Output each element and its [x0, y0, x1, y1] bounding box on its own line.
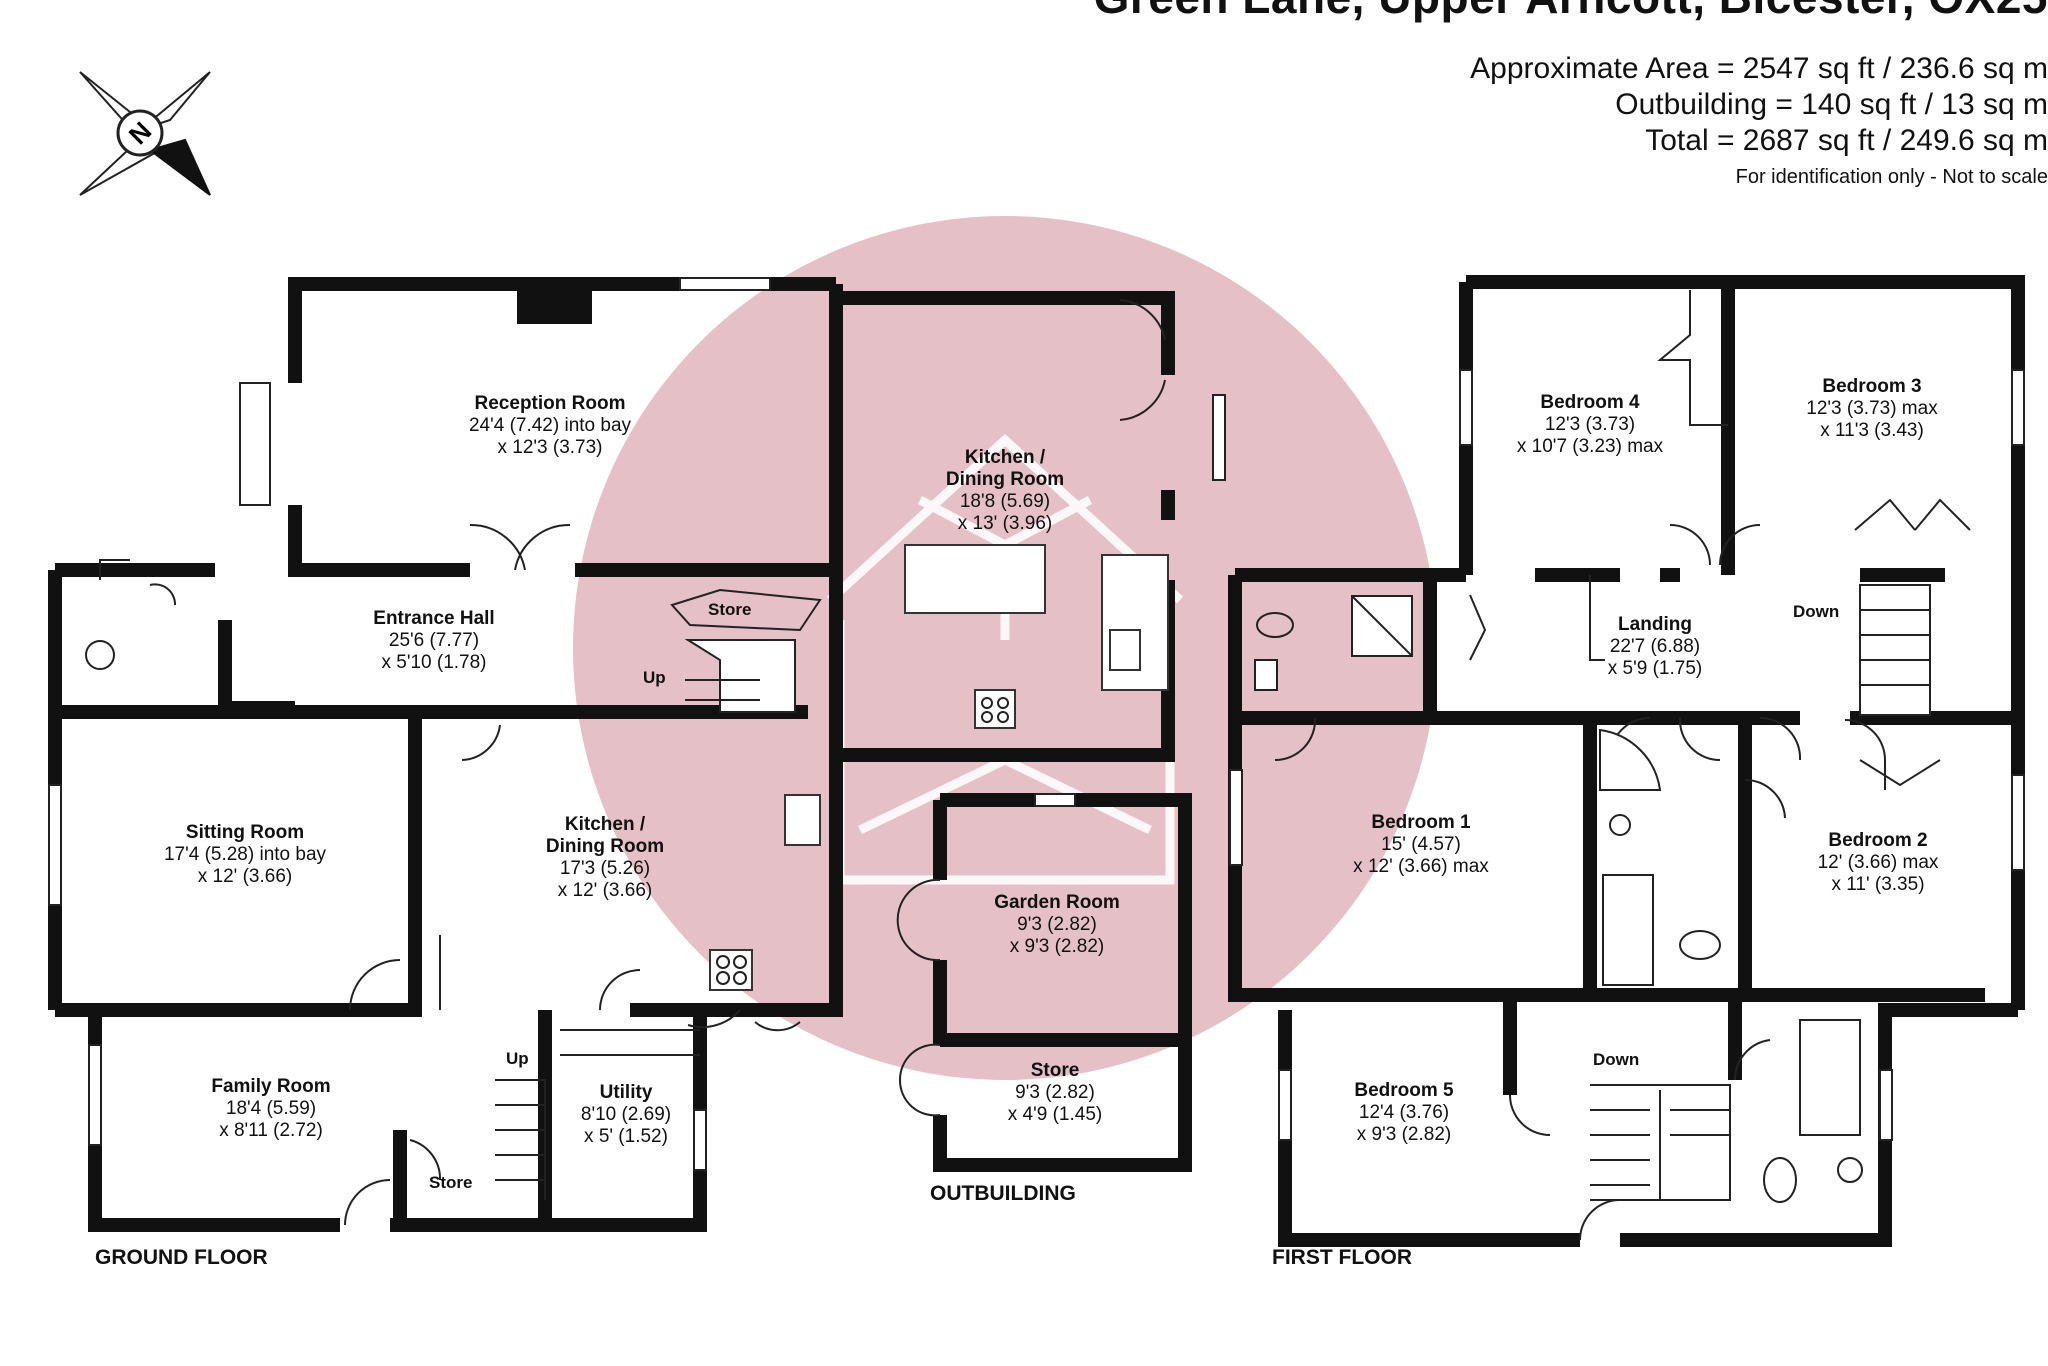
- store-label-under-stairs: Store: [429, 1173, 473, 1192]
- room-dimension: x 8'11 (2.72): [219, 1120, 323, 1141]
- room-dimension: x 4'9 (1.45): [1007, 1104, 1103, 1125]
- room-bedroom-3: Bedroom 3 12'3 (3.73) max x 11'3 (3.43): [1806, 376, 1937, 442]
- outbuilding-walls: [933, 793, 1192, 1172]
- room-dimension: 12'3 (3.73) max: [1806, 398, 1938, 419]
- room-garden: Garden Room 9'3 (2.82) x 9'3 (2.82): [994, 892, 1120, 958]
- room-outbuilding-store: Store 9'3 (2.82) x 4'9 (1.45): [1008, 1060, 1102, 1126]
- room-bedroom-5: Bedroom 5 12'4 (3.76) x 9'3 (2.82): [1354, 1080, 1453, 1146]
- first-floor-caption: FIRST FLOOR: [1272, 1246, 1412, 1269]
- stairs-up-label-family: Up: [506, 1049, 529, 1068]
- room-name: Kitchen /: [564, 814, 646, 835]
- room-dimension: 9'3 (2.82): [1017, 914, 1097, 935]
- stairs-up-label: Up: [643, 668, 666, 687]
- room-dimension: 12'3 (3.73): [1544, 414, 1636, 435]
- room-name: Bedroom 4: [1540, 392, 1640, 413]
- room-dimension: x 12' (3.66): [557, 880, 653, 901]
- room-dimension: 12'4 (3.76): [1358, 1102, 1450, 1123]
- room-dimension: 15' (4.57): [1381, 834, 1461, 855]
- room-family: Family Room 18'4 (5.59) x 8'11 (2.72): [211, 1076, 330, 1142]
- room-name: Bedroom 3: [1822, 376, 1922, 397]
- room-dimension: x 12' (3.66): [197, 866, 293, 887]
- store-label-ground: Store: [708, 600, 752, 619]
- outbuilding-area: Outbuilding = 140 sq ft / 13 sq m: [1615, 88, 2048, 121]
- room-dimension: 18'8 (5.69): [959, 491, 1051, 512]
- room-name: Sitting Room: [185, 822, 305, 843]
- room-name: Landing: [1618, 614, 1692, 635]
- room-dimension: 22'7 (6.88): [1609, 636, 1701, 657]
- room-name: Utility: [599, 1082, 653, 1103]
- room-dimension: x 13' (3.96): [957, 513, 1053, 534]
- room-dimension: x 5'10 (1.78): [381, 652, 487, 673]
- room-dimension: 17'4 (5.28) into bay: [163, 844, 327, 865]
- room-dimension: x 12' (3.66) max: [1353, 856, 1489, 877]
- ground-floor-fixtures: [85, 277, 1169, 1226]
- disclaimer: For identification only - Not to scale: [1735, 166, 2048, 188]
- room-name: Bedroom 2: [1828, 830, 1928, 851]
- room-dimension: x 5' (1.52): [584, 1126, 668, 1147]
- room-bedroom-2: Bedroom 2 12' (3.66) max x 11' (3.35): [1818, 830, 1939, 896]
- room-name: Bedroom 1: [1371, 812, 1471, 833]
- room-name: Kitchen /: [964, 447, 1046, 468]
- room-name: Store: [1030, 1060, 1080, 1081]
- room-dimension: x 12'3 (3.73): [497, 437, 603, 458]
- room-reception: Reception Room 24'4 (7.42) into bay x 12…: [469, 393, 631, 459]
- room-name: Bedroom 5: [1354, 1080, 1454, 1101]
- compass-north-icon: N: [79, 71, 211, 196]
- stairs-down-label-landing: Down: [1793, 602, 1840, 621]
- room-landing: Landing 22'7 (6.88) x 5'9 (1.75): [1608, 614, 1702, 680]
- room-dimension: x 11' (3.35): [1831, 874, 1925, 895]
- stairs-down-label-first: Down: [1593, 1050, 1640, 1069]
- ground-floor-walls: [48, 277, 1175, 1232]
- room-name: Family Room: [211, 1076, 331, 1097]
- room-dimension: 18'4 (5.59): [225, 1098, 317, 1119]
- ground-floor-caption: GROUND FLOOR: [95, 1246, 268, 1269]
- room-name: Dining Room: [545, 836, 665, 857]
- windows: [48, 369, 2025, 1171]
- room-dimension: x 5'9 (1.75): [1607, 658, 1703, 679]
- first-floor-fixtures: [1254, 290, 1971, 1241]
- room-dimension: x 10'7 (3.23) max: [1516, 436, 1664, 457]
- room-bedroom-4: Bedroom 4 12'3 (3.73) x 10'7 (3.23) max: [1517, 392, 1663, 458]
- room-dimension: 8'10 (2.69): [580, 1104, 672, 1125]
- room-dimension: 25'6 (7.77): [388, 630, 480, 651]
- total-area: Total = 2687 sq ft / 249.6 sq m: [1645, 124, 2048, 157]
- room-bedroom-1: Bedroom 1 15' (4.57) x 12' (3.66) max: [1353, 812, 1489, 878]
- approximate-area: Approximate Area = 2547 sq ft / 236.6 sq…: [1470, 52, 2048, 85]
- room-kitchen-dining-upper: Kitchen / Dining Room 18'8 (5.69) x 13' …: [946, 447, 1064, 535]
- room-dimension: x 9'3 (2.82): [1009, 936, 1105, 957]
- room-dimension: 17'3 (5.26): [559, 858, 651, 879]
- room-name: Garden Room: [994, 892, 1120, 913]
- property-address-title: Green Lane, Upper Arncott, Bicester, OX2…: [1094, 0, 2048, 24]
- room-utility: Utility 8'10 (2.69) x 5' (1.52): [581, 1082, 671, 1148]
- room-dimension: 24'4 (7.42) into bay: [468, 415, 632, 436]
- room-dimension: x 11'3 (3.43): [1820, 420, 1924, 441]
- room-kitchen-dining-lower: Kitchen / Dining Room 17'3 (5.26) x 12' …: [546, 814, 664, 902]
- room-name: Entrance Hall: [373, 608, 495, 629]
- outbuilding-fixtures: [896, 878, 941, 1117]
- room-entrance-hall: Entrance Hall 25'6 (7.77) x 5'10 (1.78): [373, 608, 494, 674]
- room-dimension: x 9'3 (2.82): [1356, 1124, 1452, 1145]
- room-name: Reception Room: [474, 393, 626, 414]
- room-name: Dining Room: [945, 469, 1065, 490]
- room-dimension: 9'3 (2.82): [1015, 1082, 1095, 1103]
- outbuilding-caption: OUTBUILDING: [930, 1182, 1076, 1205]
- room-sitting: Sitting Room 17'4 (5.28) into bay x 12' …: [164, 822, 326, 888]
- room-dimension: 12' (3.66) max: [1817, 852, 1939, 873]
